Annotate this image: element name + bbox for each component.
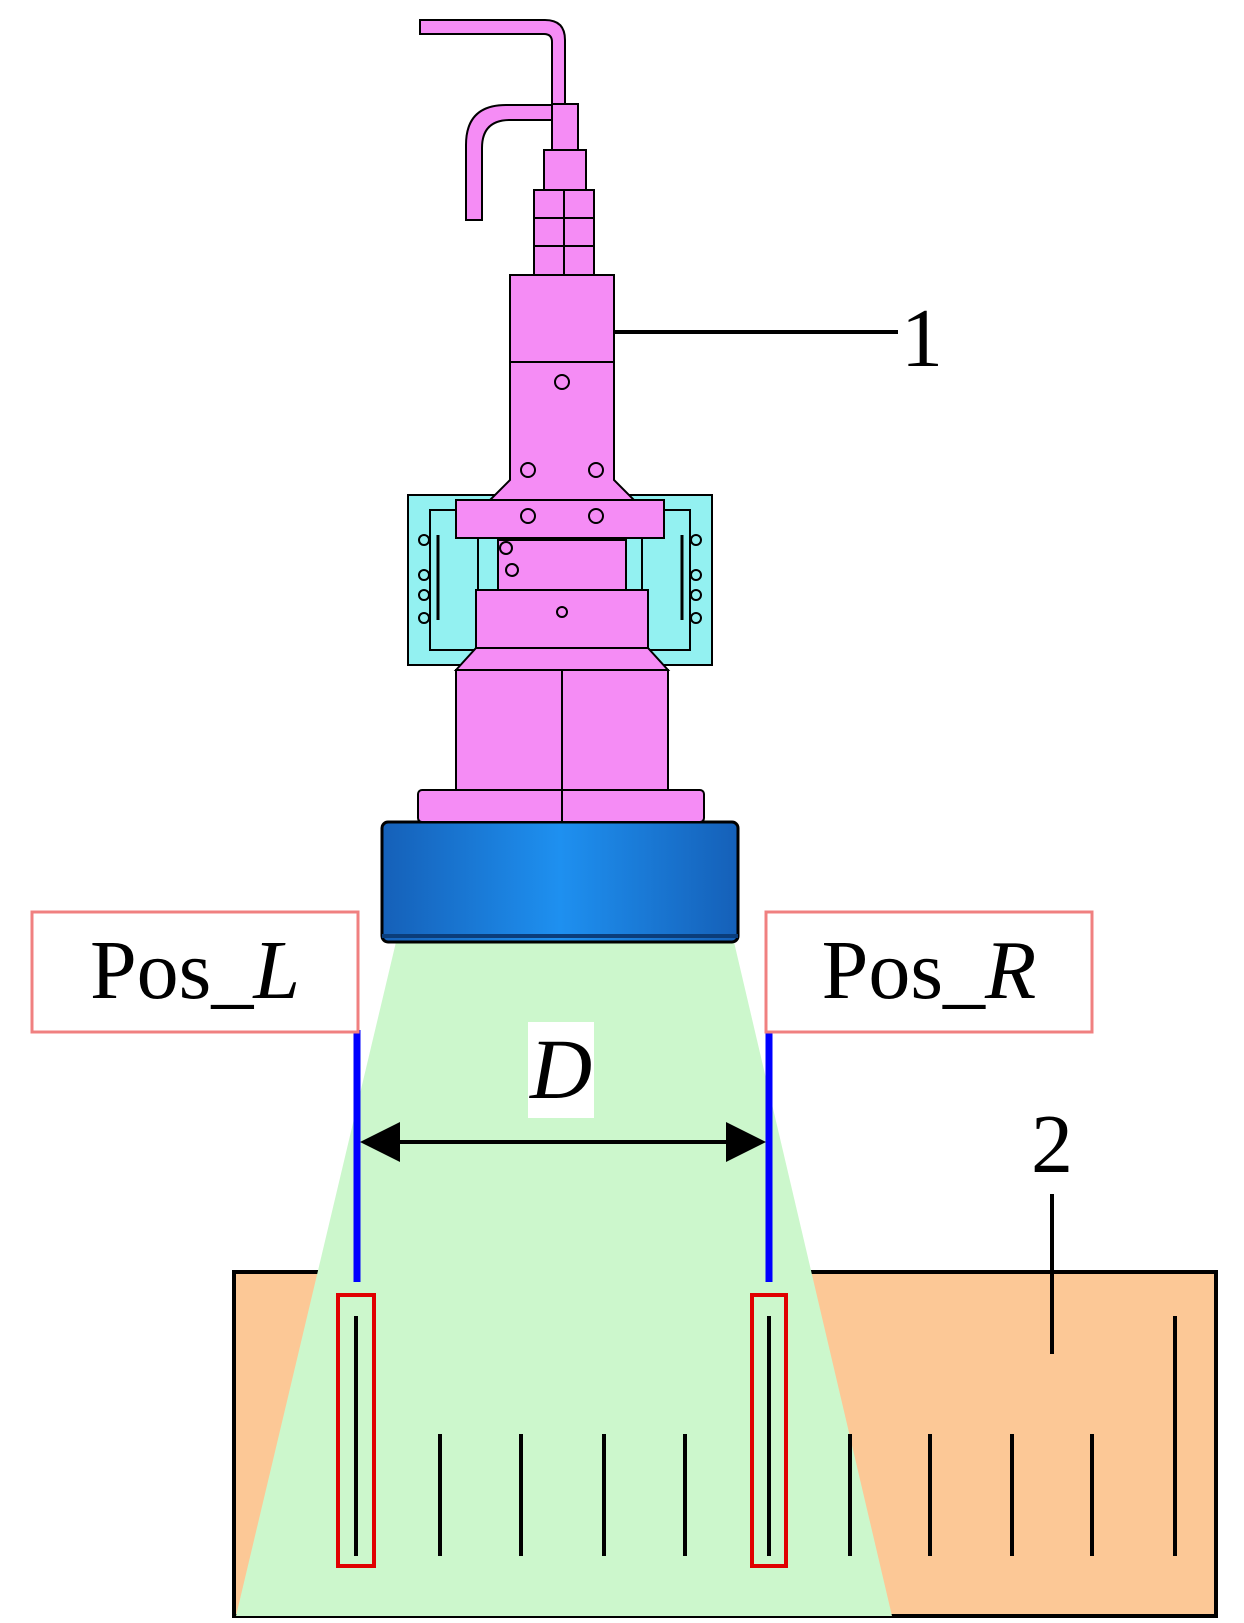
left-position-label-box <box>30 910 360 1034</box>
right-position-suffix: R <box>984 924 1036 1017</box>
scale-ticks <box>354 1316 1177 1556</box>
left-tick-highlight-box <box>336 1293 376 1568</box>
left-position-label: Pos_L <box>90 924 300 1017</box>
right-position-label-box <box>764 910 1094 1034</box>
distance-label: D <box>529 1021 592 1117</box>
right-position-label: Pos_R <box>822 924 1037 1017</box>
left-position-prefix: Pos_ <box>90 924 254 1017</box>
distance-label-background <box>528 1022 594 1118</box>
left-position-suffix: L <box>252 924 300 1017</box>
lens-ring <box>380 820 740 944</box>
part-2-label: 2 <box>1031 1098 1073 1191</box>
field-of-view <box>236 942 892 1616</box>
right-position-prefix: Pos_ <box>822 924 986 1017</box>
part-1-label: 1 <box>901 292 943 385</box>
right-tick-highlight-box <box>750 1293 788 1568</box>
camera-body <box>417 19 705 823</box>
